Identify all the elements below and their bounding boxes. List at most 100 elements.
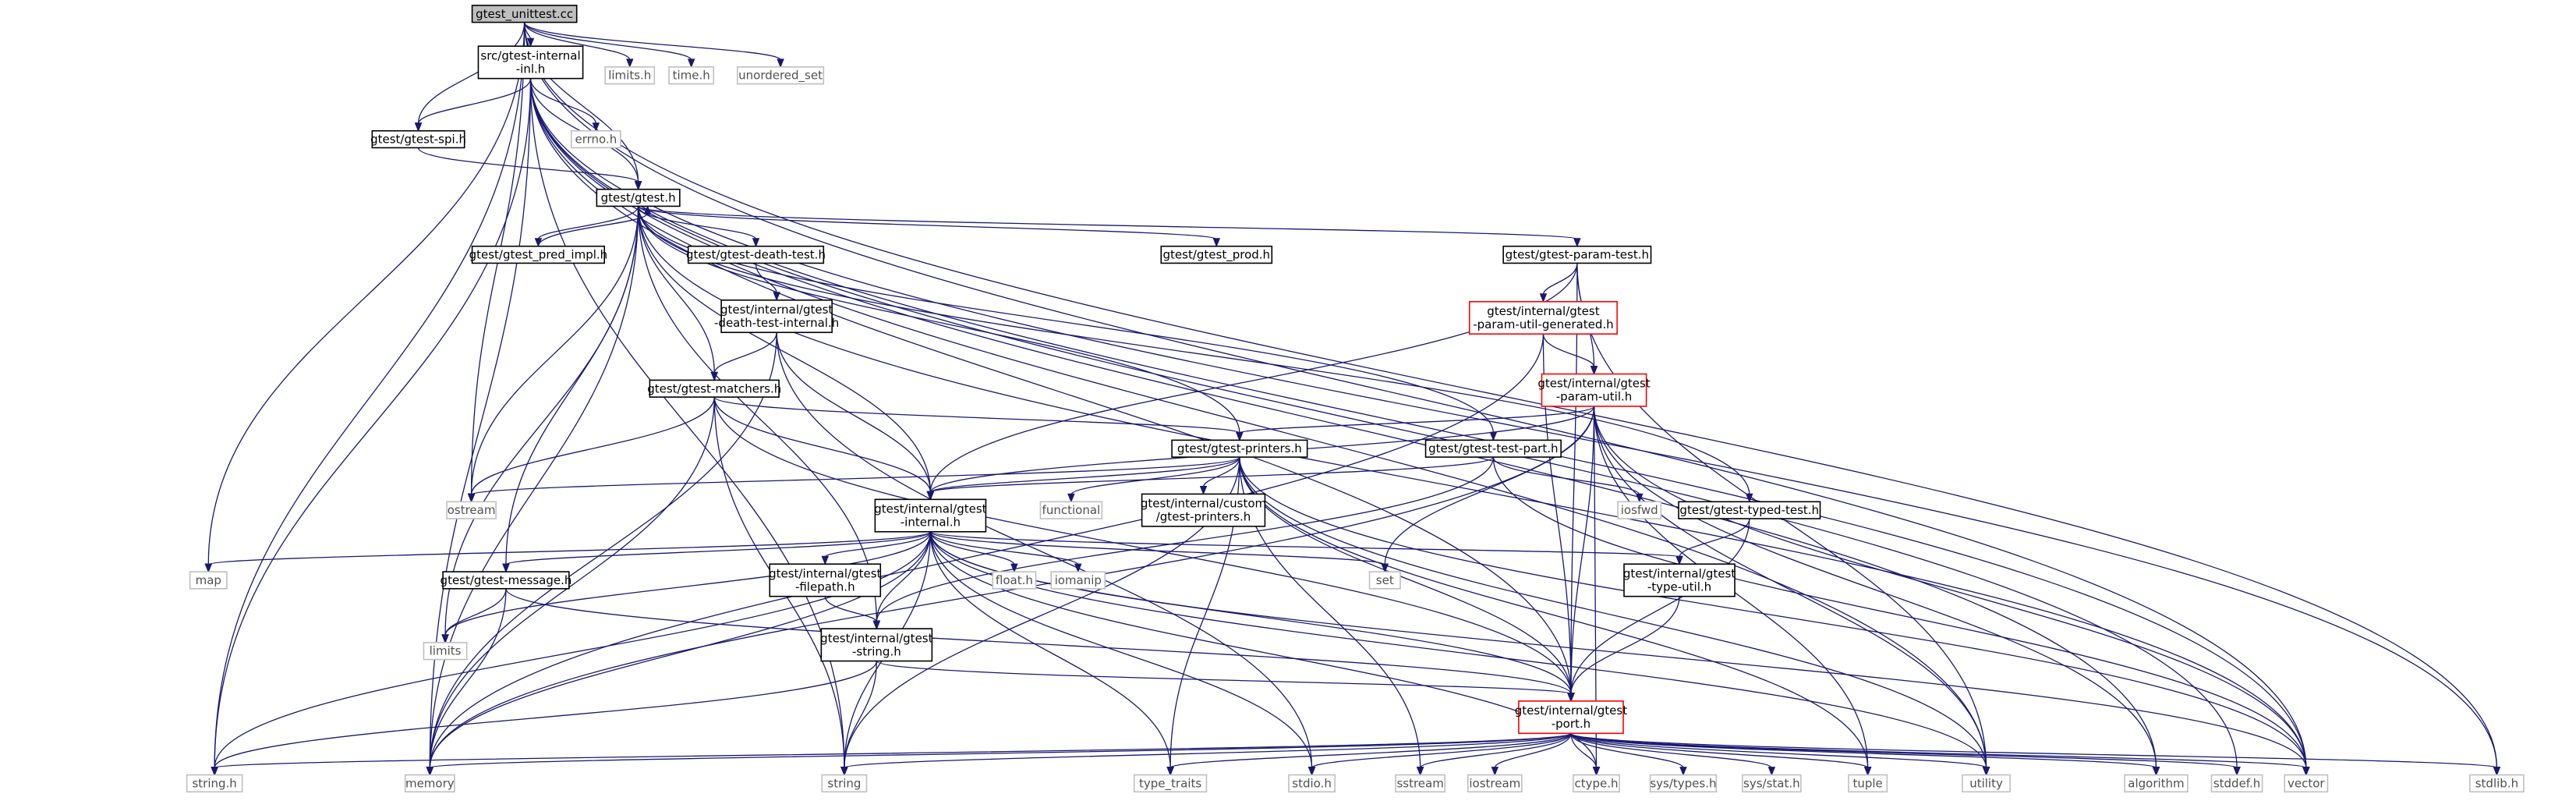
node-box [649, 379, 780, 398]
node-label: tuple [1852, 776, 1882, 790]
edge-port-to-tuple [1570, 732, 1872, 776]
node-box [1518, 700, 1624, 735]
edge-param-to-internal [926, 263, 1578, 501]
edge-port-to-vector [1570, 732, 2310, 776]
node-box [1424, 439, 1562, 458]
edge-typeutil-to-port [1567, 596, 1680, 703]
node-functional: functional [1039, 501, 1103, 519]
edge-deathint-to-matchers [710, 332, 777, 381]
node-label: sys/stat.h [1743, 776, 1800, 790]
node-label: gtest/internal/gtest [1487, 304, 1599, 318]
node-paramutil[interactable]: gtest/internal/gtest-param-util.h [1537, 373, 1651, 407]
edge-pred-to-gtest [537, 205, 652, 246]
edge-port-to-sstream [1416, 733, 1572, 776]
node-box [1573, 774, 1620, 793]
edge-internal-to-message [502, 531, 932, 573]
node-time-h: time.h [668, 66, 715, 85]
edge-inl-to-spi [414, 78, 532, 133]
node-label: -param-util.h [1556, 390, 1633, 404]
node-testpart[interactable]: gtest/gtest-test-part.h [1424, 439, 1562, 458]
node-stdio-h: stdio.h [1288, 774, 1336, 793]
node-label: src/gtest-internal [480, 48, 580, 62]
edge-matchers-to-printers [713, 396, 1244, 441]
node-label: errno.h [575, 133, 617, 147]
node-deathint[interactable]: gtest/internal/gtest-death-test-internal… [714, 299, 839, 334]
edge-unittest-to-unordered_set [523, 22, 784, 69]
edge-internal-to-typeutil [929, 531, 1683, 565]
edge-testpart-to-iosfwd [1492, 456, 1644, 503]
edge-gtest-to-param [637, 205, 1581, 248]
node-label: gtest/gtest-test-part.h [1428, 441, 1558, 455]
edge-matchers-to-internal [713, 397, 935, 501]
node-box [2284, 774, 2329, 793]
node-map: map [189, 571, 228, 590]
node-stddef-h: stddef.h [2210, 774, 2263, 793]
node-spi[interactable]: gtest/gtest-spi.h [370, 129, 466, 149]
node-internal[interactable]: gtest/internal/gtest-internal.h [874, 498, 987, 533]
node-label: -death-test-internal.h [714, 316, 839, 330]
edge-printers-to-port [1239, 457, 1575, 703]
edge-printers-to-functional [1067, 456, 1240, 503]
node-inl[interactable]: src/gtest-internal-inl.h [477, 45, 584, 80]
edge-port-to-sysstat [1570, 733, 1776, 776]
node-box [687, 245, 825, 264]
edge-unittest-to-vector [523, 22, 2310, 776]
node-pred[interactable]: gtest/gtest_pred_impl.h [469, 245, 608, 264]
edge-internal-to-iomanip [929, 531, 1082, 573]
node-box [442, 571, 570, 590]
edge-port-to-type_traits [1166, 732, 1572, 776]
node-death[interactable]: gtest/gtest-death-test.h [686, 245, 826, 264]
edge-gtest-to-memory [426, 206, 639, 776]
node-typedtest[interactable]: gtest/gtest-typed-test.h [1678, 501, 1821, 519]
node-box [1133, 774, 1208, 793]
node-label: gtest/gtest-param-test.h [1506, 248, 1649, 262]
node-box [1617, 501, 1662, 519]
node-box [1141, 493, 1266, 527]
node-label: limits [430, 644, 462, 658]
node-label: ctype.h [1574, 776, 1618, 790]
node-unittest[interactable]: gtest_unittest.cc [471, 5, 578, 23]
node-label: /gtest-printers.h [1156, 510, 1251, 524]
node-box [1541, 373, 1647, 407]
edge-inl-to-string_h [211, 78, 532, 776]
node-box [668, 66, 715, 85]
node-printers[interactable]: gtest/gtest-printers.h [1171, 439, 1308, 458]
node-label: gtest/gtest_pred_impl.h [469, 248, 608, 263]
node-box [189, 571, 228, 590]
node-box [769, 563, 882, 597]
node-filepath[interactable]: gtest/internal/gtest-filepath.h [769, 563, 882, 597]
node-prod[interactable]: gtest/gtest_prod.h [1160, 245, 1273, 264]
edge-message-to-limits [441, 588, 507, 644]
node-label: -param-util-generated.h [1473, 317, 1613, 331]
node-label: limits.h [608, 69, 651, 83]
node-gstring[interactable]: gtest/internal/gtest-string.h [820, 628, 933, 662]
node-ostream: ostream [446, 501, 497, 519]
node-label: stddef.h [2213, 776, 2260, 790]
node-gtest[interactable]: gtest/gtest.h [596, 188, 681, 207]
node-label: gtest/gtest-death-test.h [686, 248, 826, 262]
node-label: -type-util.h [1647, 579, 1711, 594]
node-systypes: sys/types.h [1649, 774, 1718, 793]
node-label: gtest/internal/gtest [820, 631, 932, 645]
edge-internal-to-ctype_h [929, 531, 1601, 776]
node-typeutil[interactable]: gtest/internal/gtest-type-util.h [1623, 563, 1736, 597]
node-box [1467, 774, 1523, 793]
node-port[interactable]: gtest/internal/gtest-port.h [1515, 700, 1627, 735]
edge-gstring-to-port [876, 660, 1575, 703]
edge-internal-to-filepath [821, 531, 932, 565]
node-box [471, 5, 578, 23]
edge-deathint-to-internal [776, 332, 935, 501]
node-label: gtest/internal/custom [1141, 497, 1266, 511]
node-message[interactable]: gtest/gtest-message.h [441, 571, 572, 590]
node-matchers[interactable]: gtest/gtest-matchers.h [647, 379, 781, 398]
node-box [477, 45, 584, 80]
edge-unittest-to-limits_h [523, 22, 634, 69]
node-paramgen[interactable]: gtest/internal/gtest-param-util-generate… [1468, 300, 1618, 335]
node-box [1742, 774, 1802, 793]
node-customprinters[interactable]: gtest/internal/custom/gtest-printers.h [1141, 493, 1266, 527]
node-box [874, 498, 987, 533]
node-param[interactable]: gtest/gtest-param-test.h [1502, 245, 1652, 264]
edge-paramgen-to-memory [426, 334, 1545, 776]
node-iosfwd: iosfwd [1617, 501, 1662, 519]
